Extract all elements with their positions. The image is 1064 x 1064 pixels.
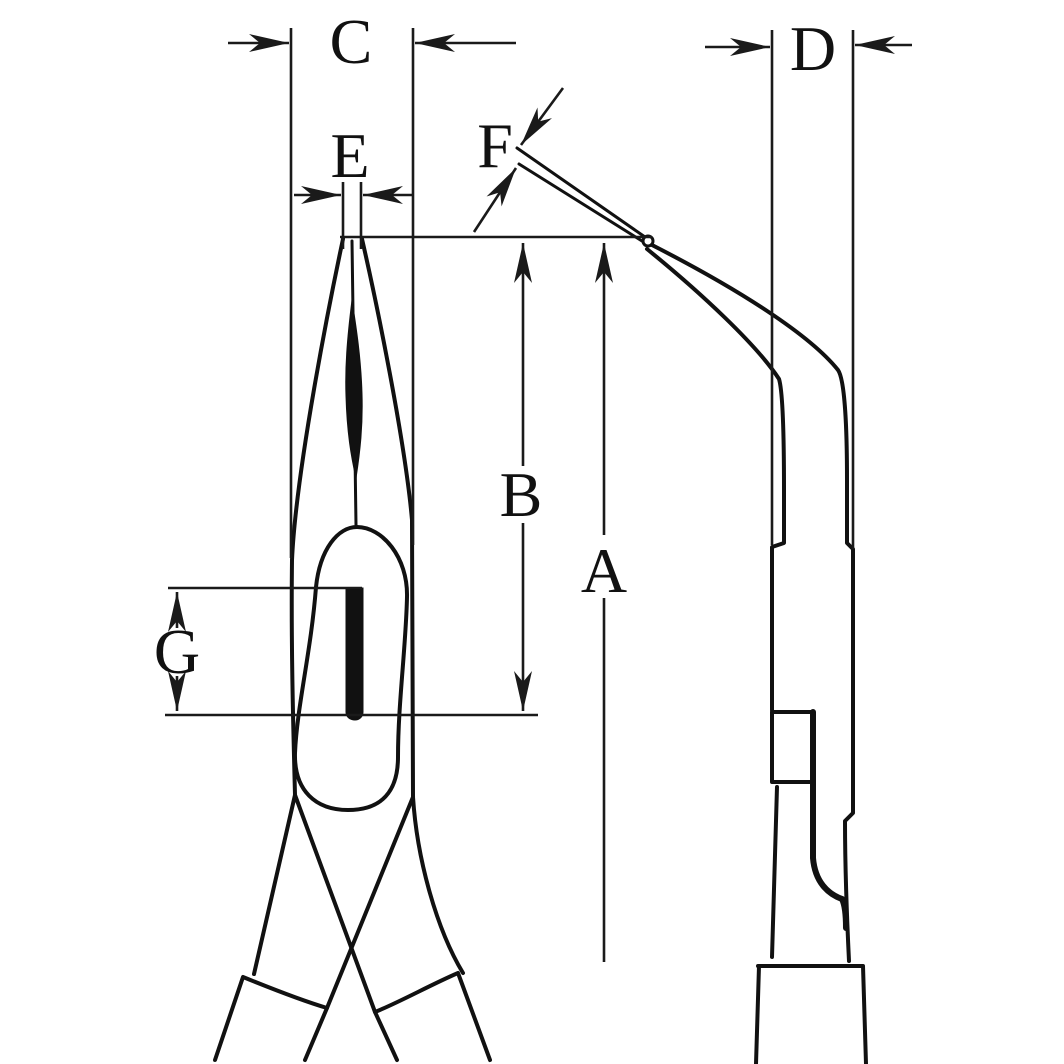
front-view-pliers <box>213 237 492 1062</box>
side-joint-notch <box>770 710 814 784</box>
side-grip <box>754 964 868 1064</box>
dimension-lines <box>165 28 912 962</box>
dim-label-g: G <box>154 616 200 687</box>
dim-label-e: E <box>330 120 369 191</box>
side-tip-upper-line <box>515 146 647 239</box>
front-serration-bar <box>345 587 364 721</box>
dim-label-b: B <box>500 459 543 530</box>
side-tip-lower-line <box>517 162 644 243</box>
side-view-pliers <box>515 146 868 1064</box>
side-jaw-lower-edge <box>645 247 786 712</box>
front-handle-cross-left-to-right <box>293 793 377 1014</box>
front-jaw-serration-lens <box>345 299 363 479</box>
front-left-grip <box>213 975 329 1062</box>
dim-f-arrow-upper <box>519 87 565 146</box>
dim-label-a: A <box>581 535 627 606</box>
dim-f-arrow-lower <box>472 167 518 233</box>
dim-label-d: D <box>790 13 836 84</box>
dim-label-c: C <box>330 6 373 77</box>
side-handle-left-edge <box>770 785 779 959</box>
front-jaw-left-edge <box>252 237 345 976</box>
side-jaw-upper-edge <box>650 243 855 963</box>
front-right-grip <box>373 971 492 1062</box>
front-handle-cross-right-to-left <box>325 795 415 1010</box>
front-jaw-right-edge <box>360 237 465 975</box>
front-jaw-opening <box>292 525 410 812</box>
side-inner-lever-edge <box>810 709 849 931</box>
dim-label-f: F <box>477 110 513 181</box>
dimension-labels: C E F D B A G <box>154 6 836 687</box>
